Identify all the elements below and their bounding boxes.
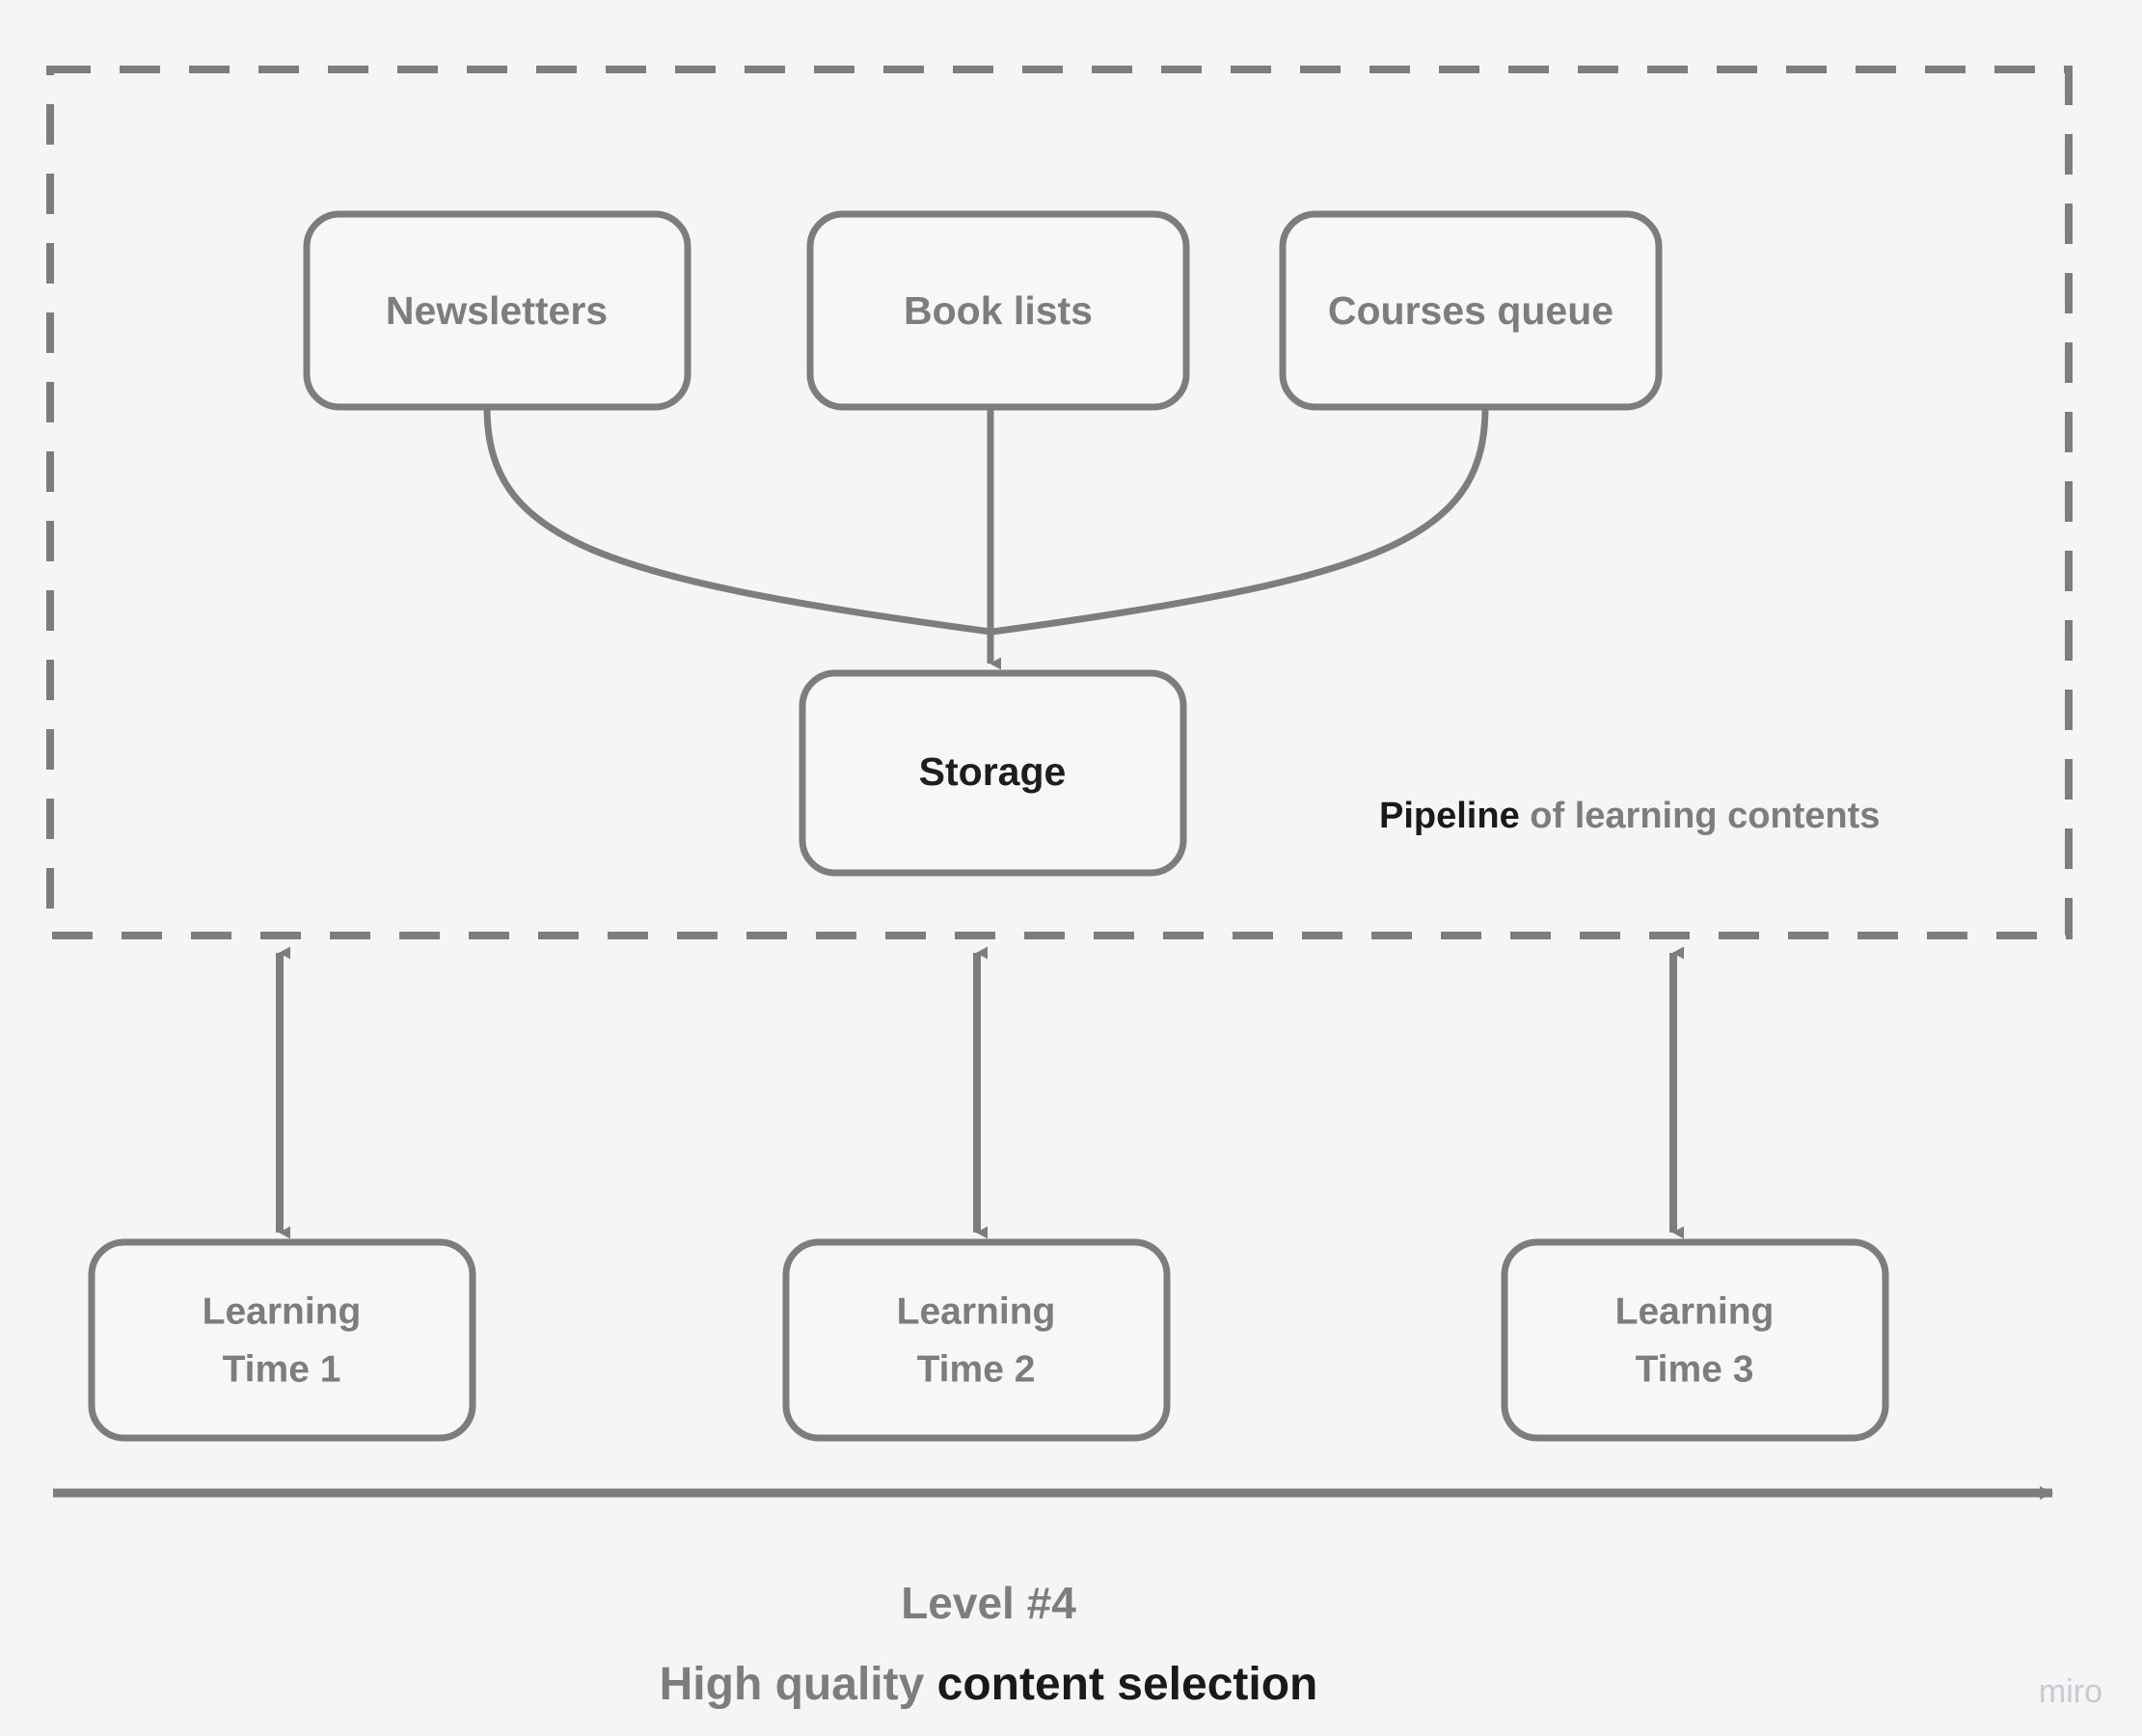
storage-box[interactable]	[799, 669, 1187, 877]
learning-time-box-1[interactable]	[88, 1238, 476, 1442]
source-box-courses-queue[interactable]	[1279, 210, 1663, 411]
source-label-book-lists: Book lists	[904, 288, 1093, 333]
pipeline-group-label: Pipeline of learning contents	[1379, 796, 1880, 836]
caption-level: Level #4	[901, 1578, 1076, 1628]
pipeline-label-rest: of learning contents	[1520, 796, 1881, 836]
connector-courses-queue-to-storage	[989, 403, 1489, 636]
learning-time-box-3[interactable]	[1501, 1238, 1889, 1442]
learning-time-label-2-line2: Time 2	[917, 1348, 1036, 1390]
source-label-newsletters: Newsletters	[386, 288, 608, 333]
learning-time-label-1-line2: Time 1	[223, 1348, 341, 1390]
caption-subtitle-gray: High quality	[660, 1659, 937, 1710]
miro-watermark: miro	[2039, 1673, 2102, 1710]
pipeline-label-bold: Pipeline	[1379, 796, 1520, 836]
pipeline-dashed-container	[46, 66, 2073, 939]
caption-subtitle: High quality content selection	[660, 1659, 1318, 1710]
storage-label: Storage	[919, 749, 1067, 794]
learning-time-label-3-line2: Time 3	[1636, 1348, 1754, 1390]
source-label-courses-queue: Courses queue	[1328, 288, 1613, 333]
learning-time-label-2-line1: Learning	[897, 1290, 1056, 1332]
source-box-newsletters[interactable]	[303, 210, 691, 411]
learning-time-box-2[interactable]	[782, 1238, 1171, 1442]
learning-time-label-1-line1: Learning	[203, 1290, 362, 1332]
connector-newsletters-to-storage	[483, 403, 994, 636]
learning-time-label-3-line1: Learning	[1615, 1290, 1775, 1332]
caption-subtitle-dark: content selection	[937, 1659, 1318, 1710]
source-box-book-lists[interactable]	[806, 210, 1190, 411]
